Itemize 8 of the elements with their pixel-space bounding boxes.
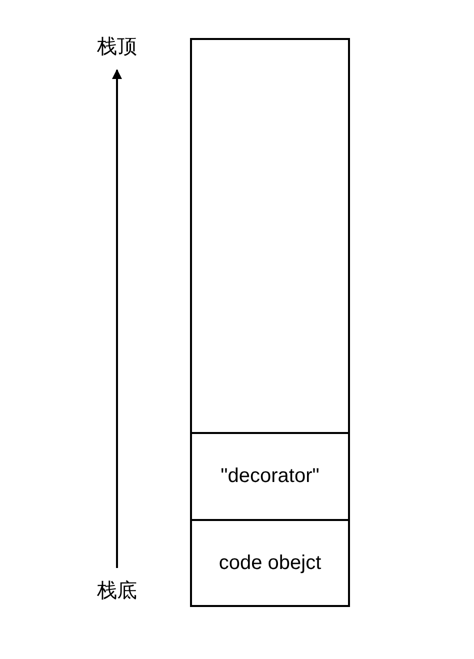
empty-stack-cell <box>190 38 350 434</box>
cell-label: code obejct <box>218 552 322 574</box>
cell-label: "decorator" <box>220 465 320 488</box>
stack-end-label: 栈顶 <box>92 30 142 62</box>
stack-end-label: 栈底 <box>92 574 142 606</box>
stack-cell <box>190 432 350 521</box>
stack-cell <box>190 519 350 607</box>
arrow <box>112 69 122 568</box>
